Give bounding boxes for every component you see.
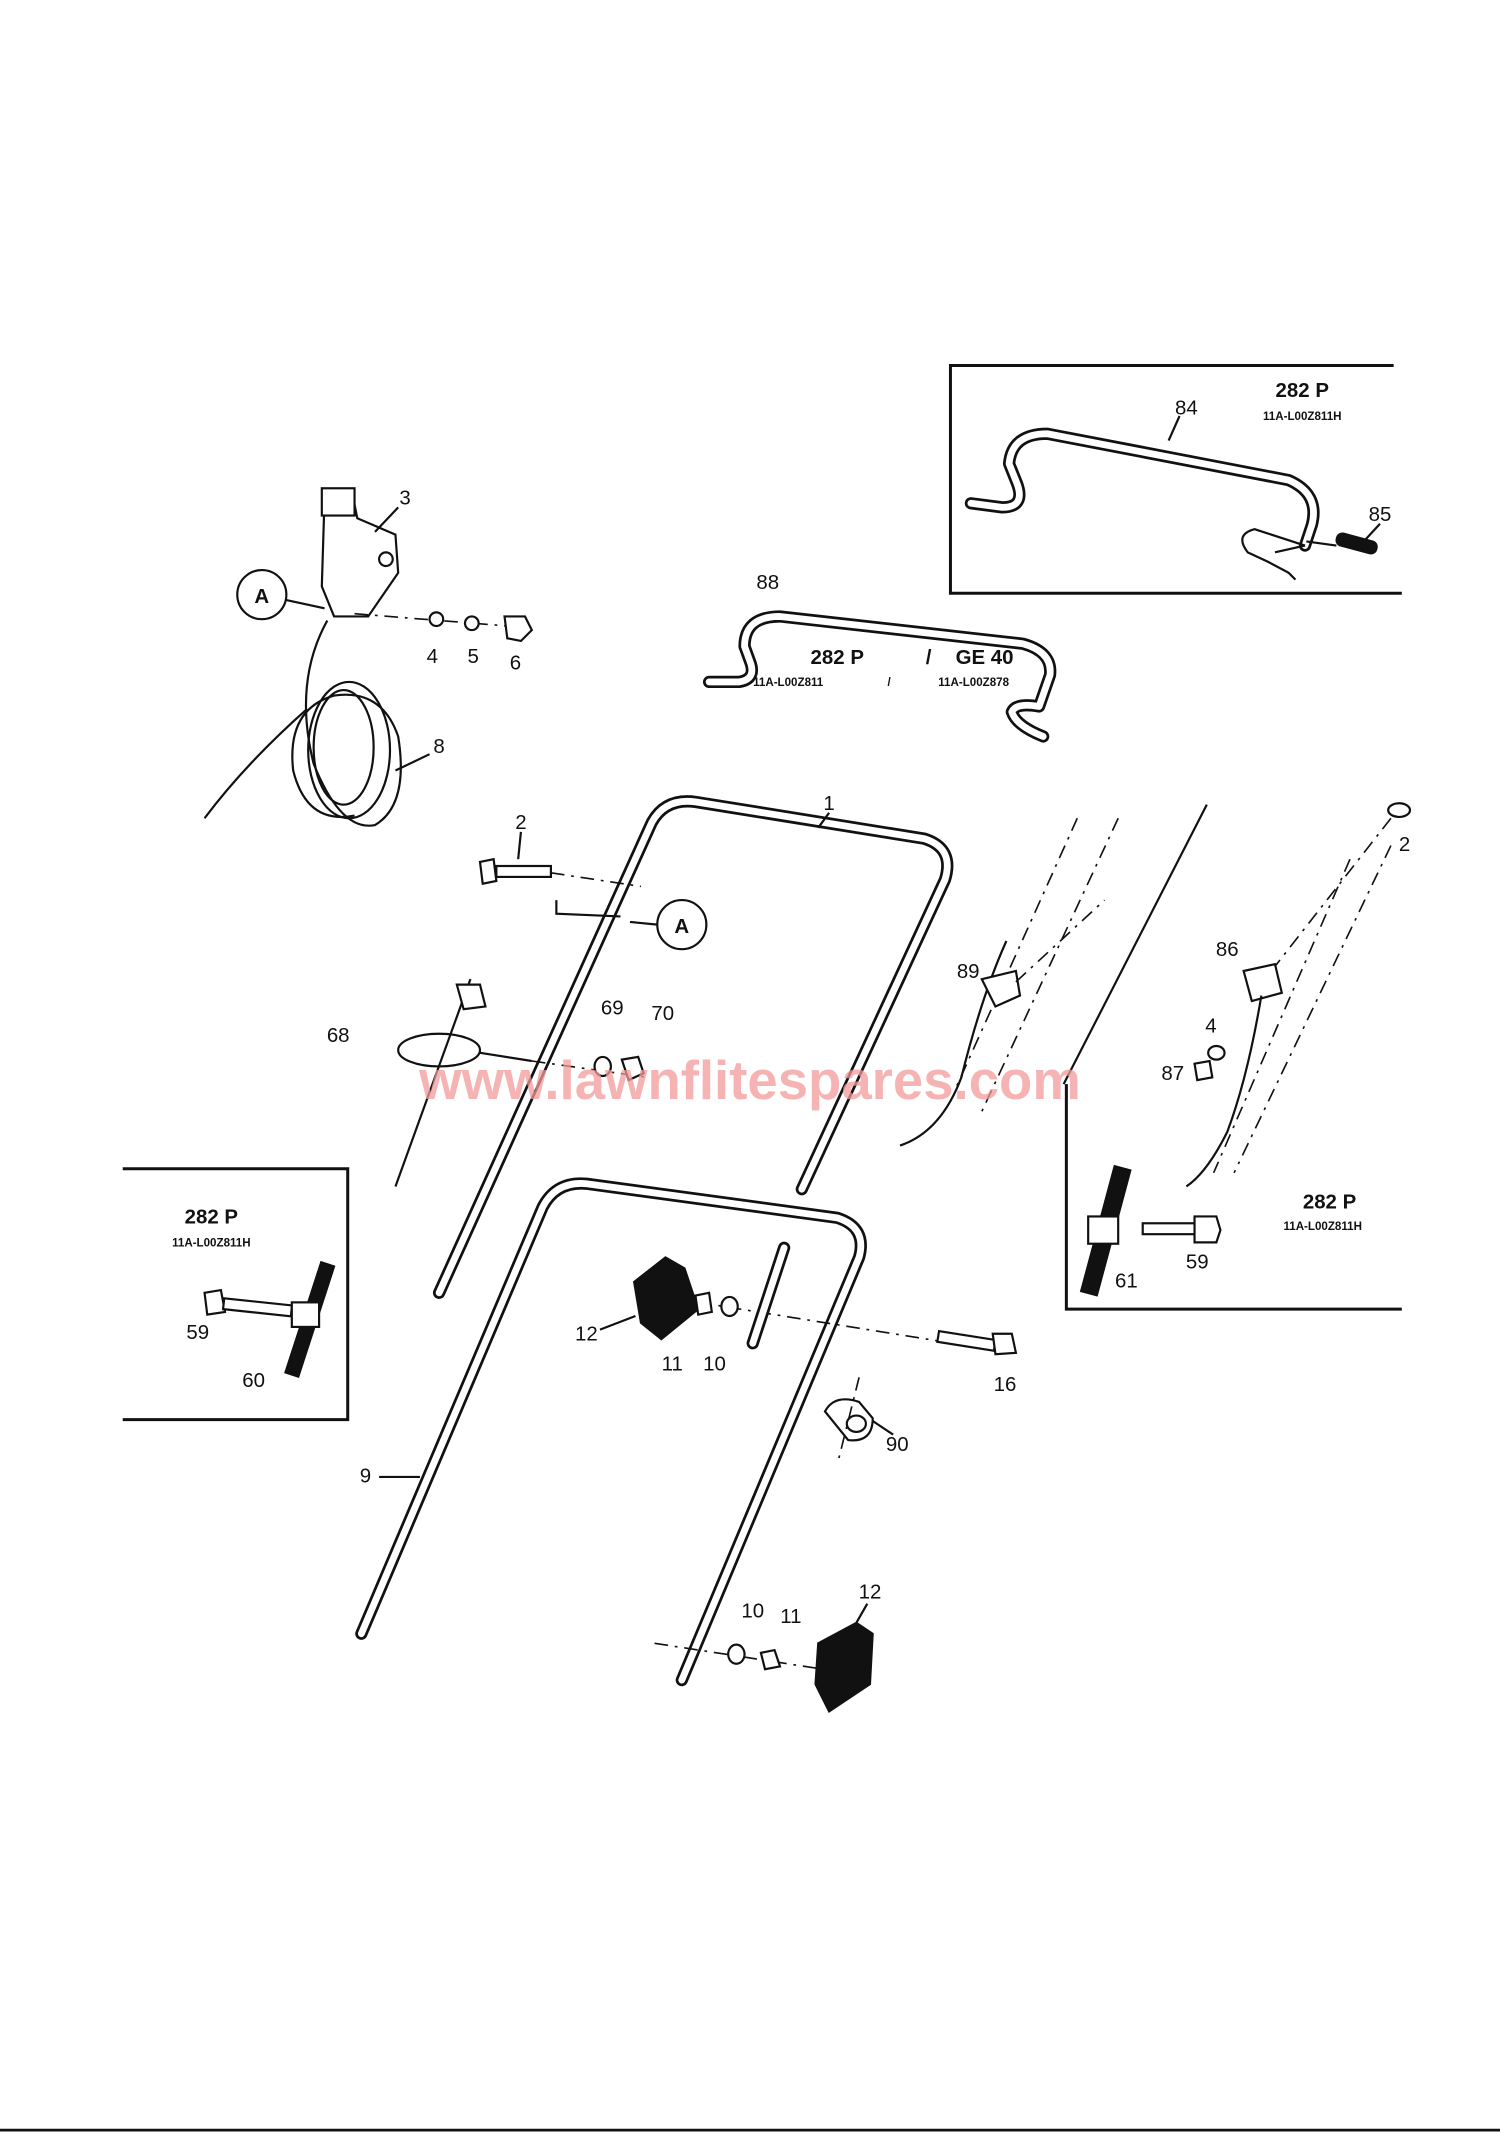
throttle-control-3: 3 A 4 5 6 xyxy=(236,487,534,675)
handle-knob-12-mid: 12 xyxy=(575,1256,700,1346)
lock-washer-5 xyxy=(463,615,480,632)
washer-10-mid xyxy=(720,1295,739,1318)
callout-3: 3 xyxy=(399,487,410,510)
callout-2: 2 xyxy=(515,811,526,834)
callout-10-bottom: 10 xyxy=(741,1599,764,1622)
variant-box-top-right: 282 P 11A-L00Z811H 84 85 xyxy=(948,364,1402,595)
callout-8: 8 xyxy=(433,735,444,758)
callout-70: 70 xyxy=(651,1002,674,1025)
nut-70 xyxy=(620,1055,645,1082)
variant-code: 11A-L00Z811H xyxy=(172,1237,251,1249)
variant-box-left: 282 P 11A-L00Z811H 59 60 xyxy=(122,1167,350,1422)
callout-90: 90 xyxy=(886,1433,909,1456)
cable-guide-68: 68 69 70 xyxy=(327,978,674,1187)
callout-61: 61 xyxy=(1115,1269,1138,1292)
washer-4 xyxy=(428,611,445,628)
nut-87 xyxy=(1193,1059,1214,1082)
variant-model: 282 P xyxy=(1303,1190,1356,1213)
pin-85 xyxy=(1306,532,1378,555)
upper-handle-1: 1 xyxy=(432,792,954,1299)
callout-89: 89 xyxy=(957,960,980,983)
bolt-59-left xyxy=(203,1288,227,1316)
washer-10-bottom xyxy=(727,1643,746,1665)
bolt-2-left: 2 A xyxy=(478,811,708,951)
variant-model: 282 P xyxy=(1276,379,1329,402)
variant-box-right: 282 P 11A-L00Z811H 59 61 xyxy=(1064,1084,1402,1311)
callout-2-right: 2 xyxy=(1399,833,1410,856)
variant-code: 11A-L00Z811H xyxy=(1263,411,1342,423)
washer-69 xyxy=(593,1055,612,1078)
callout-84: 84 xyxy=(1175,397,1198,420)
callout-86: 86 xyxy=(1216,938,1239,961)
variant-model: 282 P xyxy=(185,1205,238,1228)
callout-6: 6 xyxy=(510,652,521,675)
variant-code: 11A-L00Z811H xyxy=(1283,1221,1362,1233)
callout-4-right: 4 xyxy=(1205,1014,1216,1037)
washer-4-right xyxy=(1207,1044,1226,1061)
callout-1: 1 xyxy=(823,792,834,815)
cable-clip-89: 89 xyxy=(899,817,1119,1147)
bar-88-model-a: 282 P xyxy=(811,646,864,669)
bar-88-code-separator: / xyxy=(887,677,891,689)
callout-16: 16 xyxy=(994,1373,1017,1396)
bolt-2-right xyxy=(1387,802,1412,818)
bar-88-code-b: 11A-L00Z878 xyxy=(938,677,1009,689)
callout-11-bottom: 11 xyxy=(780,1605,801,1628)
callout-4: 4 xyxy=(427,645,438,668)
control-bar-84 xyxy=(964,427,1320,581)
cable-clip-86: 2 86 4 87 xyxy=(1161,802,1412,1188)
callout-59-left: 59 xyxy=(186,1321,209,1344)
callout-10: 10 xyxy=(703,1353,726,1376)
callout-87: 87 xyxy=(1161,1062,1184,1085)
bolt-16: 16 xyxy=(936,1329,1018,1396)
callout-69: 69 xyxy=(601,997,624,1020)
throttle-cable-8: 8 xyxy=(203,620,445,827)
reference-marker-a-label: A xyxy=(674,915,689,938)
lower-handle-9: 9 xyxy=(355,1177,867,1687)
bar-88-model-b: GE 40 xyxy=(956,646,1014,669)
reference-marker-a-label: A xyxy=(254,585,269,608)
callout-5: 5 xyxy=(467,645,478,668)
reference-marker-a xyxy=(236,569,288,621)
callout-85: 85 xyxy=(1369,503,1392,526)
callout-9: 9 xyxy=(360,1464,371,1487)
handle-knob-12-bottom: 12 xyxy=(814,1580,882,1713)
control-bar-88: 88 282 P / GE 40 11A-L00Z811 / 11A-L00Z8… xyxy=(702,571,1057,743)
nut-11-bottom xyxy=(759,1648,782,1671)
bar-88-code-a: 11A-L00Z811 xyxy=(753,677,824,689)
callout-60: 60 xyxy=(242,1369,265,1392)
watermark: www.lawnflitespares.com xyxy=(418,1050,1081,1111)
callout-12-bottom: 12 xyxy=(859,1580,882,1603)
nut-6 xyxy=(503,615,534,643)
callout-59-right: 59 xyxy=(1186,1250,1209,1273)
nut-11-mid xyxy=(694,1291,714,1316)
callout-88: 88 xyxy=(756,571,779,594)
callout-11: 11 xyxy=(662,1353,683,1376)
bar-88-separator: / xyxy=(926,646,932,669)
callout-68: 68 xyxy=(327,1024,350,1047)
divider-line xyxy=(1062,804,1208,1085)
callout-12: 12 xyxy=(575,1323,598,1346)
clamp-90: 90 xyxy=(823,1377,909,1460)
bolt-59-right xyxy=(1141,1222,1199,1236)
